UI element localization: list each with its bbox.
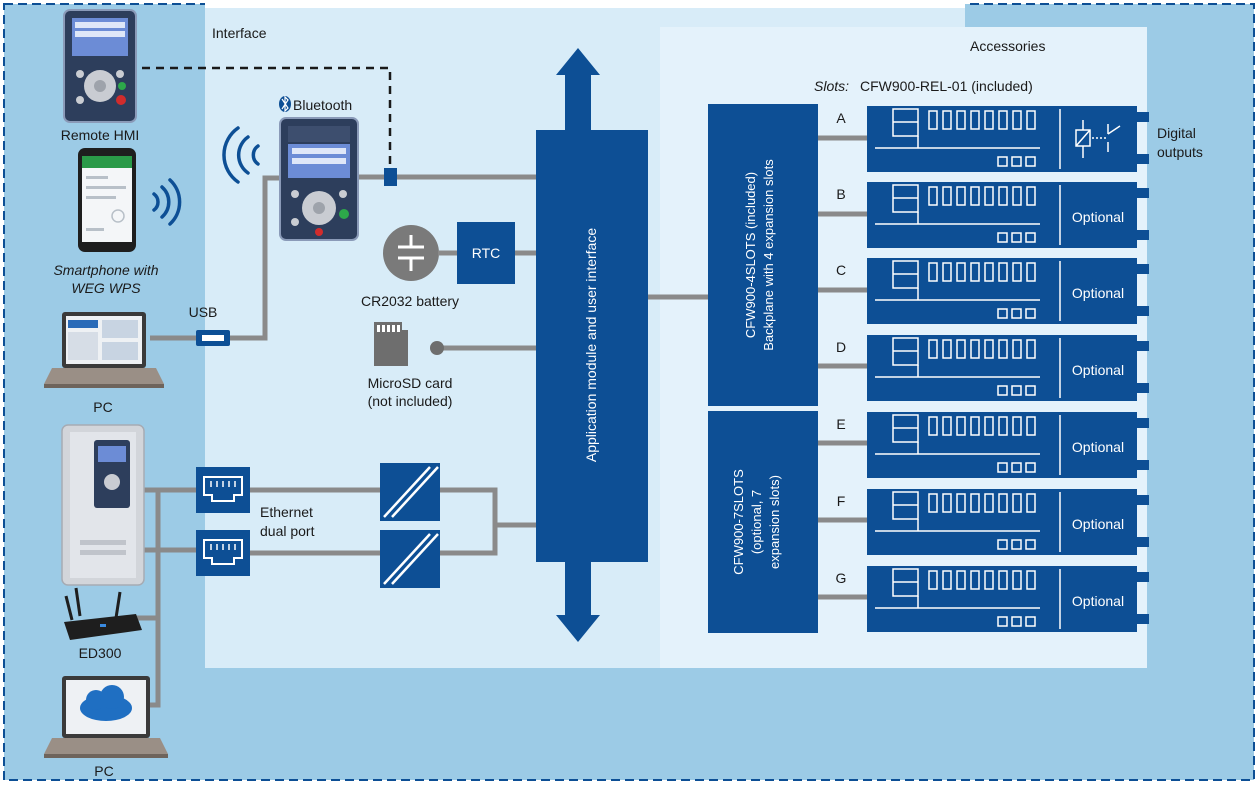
bluetooth-icon [279,95,291,113]
slot-module-c: C Optional [836,258,1149,324]
slot-module-e: E Optional [836,412,1149,478]
laptop-pc-top [44,312,164,388]
remote-hmi-device [63,9,137,123]
ed300-device [64,587,142,640]
slot-module-g: G Optional [836,566,1149,632]
slots-value: CFW900-REL-01 (included) [860,78,1033,94]
digital-outputs-line2: outputs [1157,144,1203,160]
wireless-icon [152,178,182,226]
slot-optional-label: Optional [1072,516,1124,532]
backplane-4slots: CFW900-4SLOTS (included) Backplane with … [708,104,818,406]
slot-letter-label: G [836,570,847,586]
battery-label: CR2032 battery [361,293,459,309]
pc-top-label: PC [93,399,112,415]
slot-module-d: D Optional [836,335,1149,401]
microsd-icon [374,322,408,366]
smartphone-label-line1: Smartphone with [53,262,158,278]
slot-letter-label: D [836,339,846,355]
application-module: Application module and user interface [536,48,648,642]
ethernet-label-line2: dual port [260,523,315,539]
ethernet-port-1-icon [196,467,250,513]
slot-connector-lines [817,135,868,600]
laptop-pc-bottom [44,676,168,758]
rtc-label: RTC [472,245,501,261]
backplane7-line1: CFW900-7SLOTS [731,469,746,575]
backplane7-line3: expansion slots) [767,475,782,569]
backplane-7slots: CFW900-7SLOTS (optional, 7 expansion slo… [708,411,818,633]
smartphone-device [78,148,136,252]
backplane4-line1: CFW900-4SLOTS (included) [743,172,758,338]
hmi-connector [384,168,397,186]
accessories-label: Accessories [970,38,1045,54]
microsd-port [430,341,444,355]
microsd-label-line1: MicroSD card [368,375,453,391]
slot-letter-label: C [836,262,846,278]
connection-lines [132,174,708,708]
remote-hmi-label: Remote HMI [61,127,140,143]
slot-module-b: B Optional [836,182,1149,248]
interface-label: Interface [212,25,267,41]
backplane7-line2: (optional, 7 [749,490,764,554]
slot-letter-label: A [836,110,846,126]
cfw-drive-device [61,424,145,586]
usb-connector-icon [196,330,230,346]
battery-icon [383,225,439,281]
bluetooth-signal-icon [222,126,260,184]
digital-outputs-line1: Digital [1157,125,1196,141]
app-module-label: Application module and user interface [583,228,599,462]
slot-letter-label: B [836,186,845,202]
ed300-label: ED300 [79,645,122,661]
usb-label: USB [189,304,218,320]
ethernet-isolator-1 [380,463,440,521]
slot-modules: ABOptionalCOptionalDOptionalEOptionalFOp… [836,106,1149,632]
slot-optional-label: Optional [1072,285,1124,301]
slots-prefix: Slots: [814,78,849,94]
ethernet-port-2-icon [196,530,250,576]
bluetooth-label: Bluetooth [293,97,352,113]
slot-optional-label: Optional [1072,209,1124,225]
backplane4-line2: Backplane with 4 expansion slots [761,159,776,351]
slot-optional-label: Optional [1072,593,1124,609]
microsd-label-line2: (not included) [368,393,453,409]
slot-module-a: A [836,106,1149,172]
relay-symbol-icon [1075,120,1121,158]
top-gap-mask [205,0,965,8]
ethernet-label-line1: Ethernet [260,504,313,520]
ethernet-isolator-2 [380,530,440,588]
bluetooth-hmi-device [279,117,359,241]
slot-optional-label: Optional [1072,439,1124,455]
pc-bottom-label: PC [94,763,113,779]
remote-hmi-dashed-link [128,66,392,172]
smartphone-label-line2: WEG WPS [71,280,141,296]
slot-letter-label: F [837,493,846,509]
slot-optional-label: Optional [1072,362,1124,378]
slot-letter-label: E [836,416,845,432]
slot-module-f: F Optional [837,489,1149,555]
rtc-block: RTC [457,222,515,284]
